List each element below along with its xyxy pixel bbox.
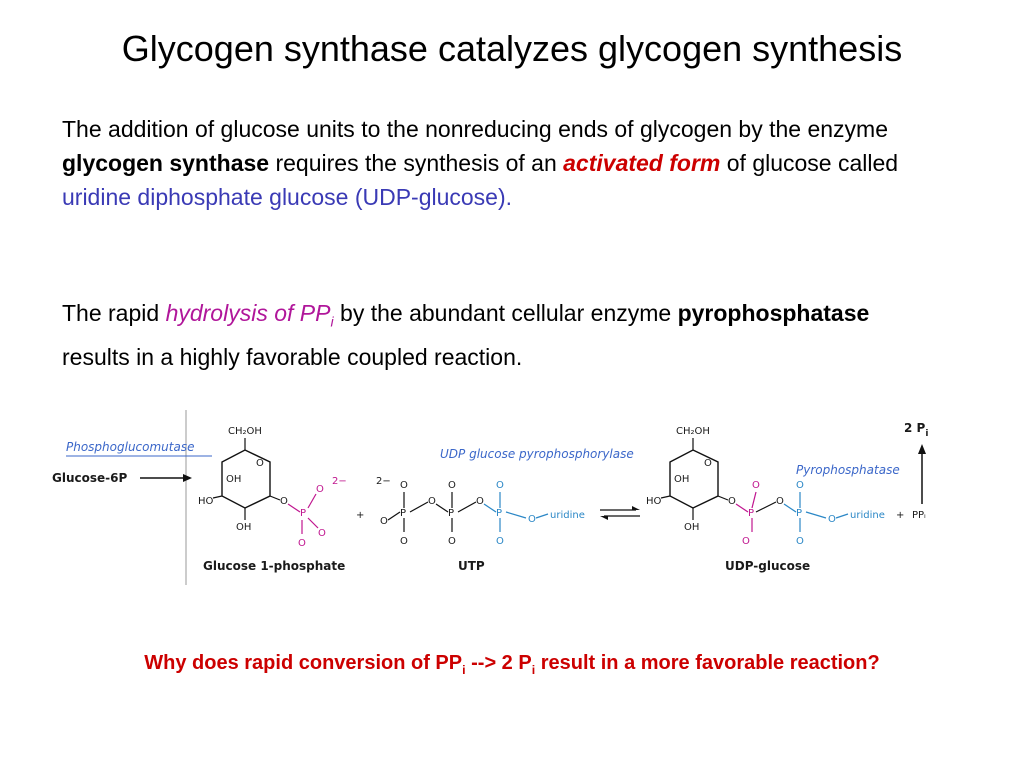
utp-p-3: P (496, 508, 502, 519)
udpg-uridine: uridine (850, 510, 885, 521)
utp-structure: 2− O P O O O P O O O P O O O uridine (376, 476, 585, 547)
utp-bridge-o-3: O (528, 514, 536, 525)
product-2pi-sub: i (925, 429, 928, 439)
paragraph-udp-glucose: The addition of glucose units to the non… (62, 112, 942, 214)
para2-hydrolysis-ppi: hydrolysis of PPi (165, 300, 334, 331)
para1-text-2: requires the synthesis of an (269, 150, 564, 176)
para1-udp-glucose-term: uridine diphosphate glucose (UDP-glucose… (62, 184, 513, 210)
utp-charge: 2− (376, 476, 391, 487)
para1-glycogen-synthase: glycogen synthase (62, 150, 270, 176)
enzyme-udp-glucose-pyrophosphorylase: UDP glucose pyrophosphorylase (440, 447, 634, 461)
utp-p-2: P (448, 508, 454, 519)
utp-bridge-o-2: O (476, 496, 484, 507)
utp-p3-o-top: O (496, 480, 504, 491)
para2-text-3: results in a highly favorable coupled re… (62, 343, 523, 370)
glucose6p-arrowhead (183, 474, 192, 482)
para2-text-1: The rapid (62, 300, 166, 326)
enzyme-phosphoglucomutase: Phosphoglucomutase (66, 440, 194, 454)
input-glucose-6p: Glucose-6P (52, 471, 127, 485)
udpg-bridge-o-2: O (828, 514, 836, 525)
udpg-ring-o: O (704, 458, 712, 469)
ppi-label: PPᵢ (912, 510, 926, 521)
reaction-diagram: Phosphoglucomutase Glucose-6P CH₂OH O OH… (52, 410, 928, 585)
g1p-phosphate-o-bottom: O (298, 538, 306, 549)
question-part-1: Why does rapid conversion of PP (144, 652, 463, 674)
g1p-ring-o: O (256, 458, 264, 469)
udpg-ch2oh-label: CH₂OH (676, 426, 710, 437)
g1p-phosphate-o-right: O (318, 528, 326, 539)
glucose-1-phosphate-structure: CH₂OH O OH HO OH O P O O O 2− (198, 426, 347, 549)
label-utp: UTP (458, 559, 485, 573)
utp-o-1: O (380, 516, 388, 527)
g1p-o-link: O (280, 496, 288, 507)
para2-hydrolysis-text: hydrolysis of PP (165, 300, 331, 326)
label-udp-glucose: UDP-glucose (725, 559, 810, 573)
question-sub-2: i (531, 663, 536, 677)
question-part-3: result in a more favorable reaction? (535, 652, 880, 674)
product-2pi-text: 2 P (904, 421, 926, 435)
para1-activated-form: activated form (563, 150, 721, 176)
udpg-oh-top: OH (674, 474, 689, 485)
udpg-p2-o-top: O (796, 480, 804, 491)
utp-p2-o-bottom: O (448, 536, 456, 547)
udpg-p-2: P (796, 508, 802, 519)
utp-bridge-o-1: O (428, 496, 436, 507)
para1-text-3: of glucose called (720, 150, 899, 176)
udp-glucose-structure: CH₂OH O OH HO OH O P O O O P O O O uridi… (646, 426, 885, 547)
paragraph-pyrophosphatase: The rapid hydrolysis of PPi by the abund… (62, 296, 942, 374)
g1p-phosphorus: P (300, 508, 306, 519)
g1p-oh-top: OH (226, 474, 241, 485)
utp-p3-o-bottom: O (496, 536, 504, 547)
g1p-ho-left: HO (198, 496, 214, 507)
para2-text-2: by the abundant cellular enzyme (333, 300, 678, 326)
plus-sign-2: + (896, 510, 904, 521)
udpg-oh-bottom: OH (684, 522, 699, 533)
udpg-bridge-o: O (776, 496, 784, 507)
question-part-2: --> 2 P (465, 652, 532, 674)
udpg-p-1: P (748, 508, 754, 519)
equilibrium-arrows (600, 506, 640, 520)
g1p-ch2oh-label: CH₂OH (228, 426, 262, 437)
udpg-o-link: O (728, 496, 736, 507)
question-text: Why does rapid conversion of PPi --> 2 P… (0, 652, 1024, 677)
udpg-p2-o-bottom: O (796, 536, 804, 547)
utp-p-1: P (400, 508, 406, 519)
utp-uridine: uridine (550, 510, 585, 521)
utp-p1-o-top: O (400, 480, 408, 491)
g1p-phosphate-o-top: O (316, 484, 324, 495)
para2-hydrolysis-sub: i (330, 314, 334, 331)
enzyme-pyrophosphatase: Pyrophosphatase (796, 463, 900, 477)
g1p-charge: 2− (332, 476, 347, 487)
slide-title: Glycogen synthase catalyzes glycogen syn… (121, 28, 903, 69)
para1-text-1: The addition of glucose units to the non… (62, 116, 888, 142)
question-sub-1: i (462, 663, 466, 677)
plus-sign-1: + (356, 510, 364, 521)
pyrophosphatase-arrowhead (918, 444, 926, 454)
udpg-ho-left: HO (646, 496, 662, 507)
product-2pi: 2 Pi (904, 421, 928, 439)
para2-pyrophosphatase: pyrophosphatase (677, 300, 870, 326)
udpg-p1-o-bottom: O (742, 536, 750, 547)
g1p-oh-bottom: OH (236, 522, 251, 533)
utp-p1-o-bottom: O (400, 536, 408, 547)
label-glucose-1-phosphate: Glucose 1-phosphate (203, 559, 345, 573)
utp-p2-o-top: O (448, 480, 456, 491)
udpg-p1-o-top: O (752, 480, 760, 491)
